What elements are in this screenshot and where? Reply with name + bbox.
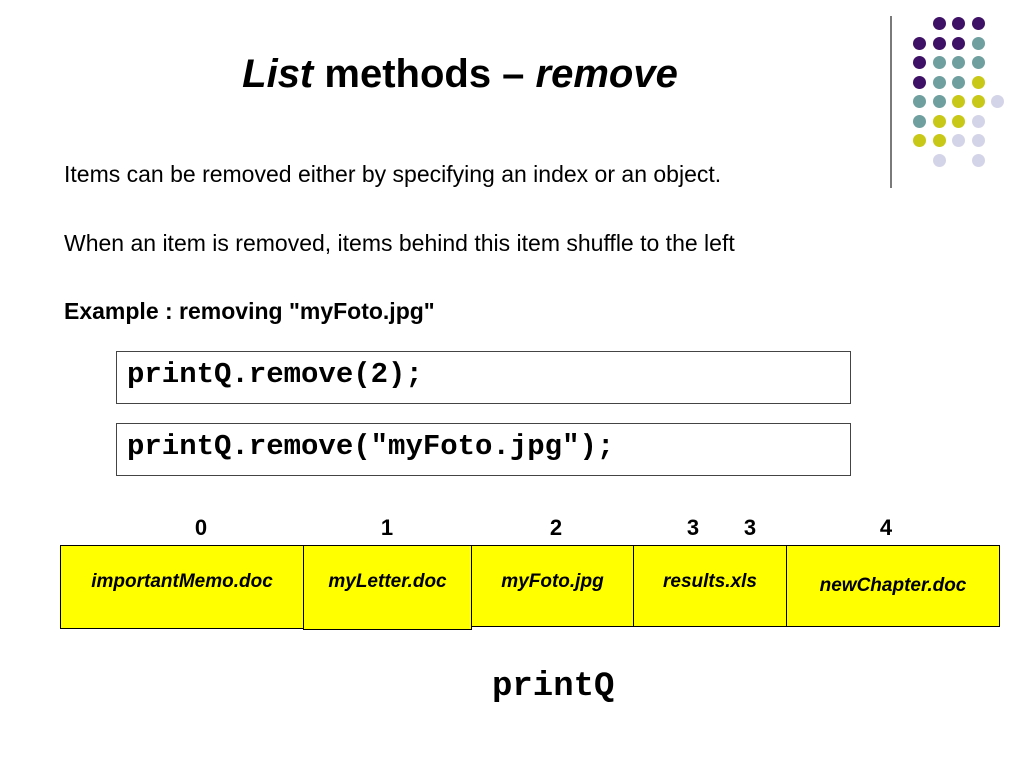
index-label: 3 [743,515,757,540]
decorative-dot [991,95,1004,108]
decorative-dot [932,95,946,108]
decorative-dot [932,134,946,147]
title-list: List [242,52,314,96]
code-remove-index: printQ.remove(2); [116,351,851,404]
decorative-dot [952,17,965,30]
decorative-dot [913,75,926,89]
decorative-dot [952,95,965,108]
index-label: 4 [879,515,893,540]
index-label: 1 [380,515,394,540]
decorative-dot [913,114,926,128]
queue-name: printQ [492,668,615,706]
decorative-dot [952,36,965,50]
decorative-dot [971,114,985,128]
slide-title: List methods – remove [0,52,920,97]
text-line-2: When an item is removed, items behind th… [64,230,735,256]
decorative-dot [971,17,985,30]
decorative-dot [971,153,985,167]
decorative-dot [913,36,926,50]
index-label: 0 [194,515,208,540]
divider-line [890,16,892,188]
decorative-dot [971,134,985,147]
queue-cell: results.xls [633,545,787,627]
queue-cell: myLetter.doc [303,545,472,630]
example-label: Example : removing "myFoto.jpg" [64,298,435,324]
text-line-1: Items can be removed either by specifyin… [64,161,722,187]
decorative-dot [932,17,946,30]
decorative-dot [932,75,946,89]
decorative-dot [952,56,965,69]
title-remove: remove [535,52,678,96]
index-label: 3 [686,515,700,540]
decorative-dot [952,114,965,128]
queue-cell: myFoto.jpg [471,545,634,627]
index-label: 2 [549,515,563,540]
decorative-dot [952,134,965,147]
decorative-dot [932,36,946,50]
decorative-dot [913,56,926,69]
title-methods: methods – [313,52,536,96]
decorative-dot [932,56,946,69]
decorative-dot [971,36,985,50]
decorative-dot [913,95,926,108]
decorative-dot [932,153,946,167]
decorative-dot [971,95,985,108]
decorative-dot [913,134,926,147]
decorative-dot [932,114,946,128]
decorative-dot [971,75,985,89]
code-remove-object: printQ.remove("myFoto.jpg"); [116,423,851,476]
queue-cell: importantMemo.doc [60,545,304,629]
queue-cell: newChapter.doc [786,545,1000,627]
decorative-dot [971,56,985,69]
decorative-dot [952,75,965,89]
